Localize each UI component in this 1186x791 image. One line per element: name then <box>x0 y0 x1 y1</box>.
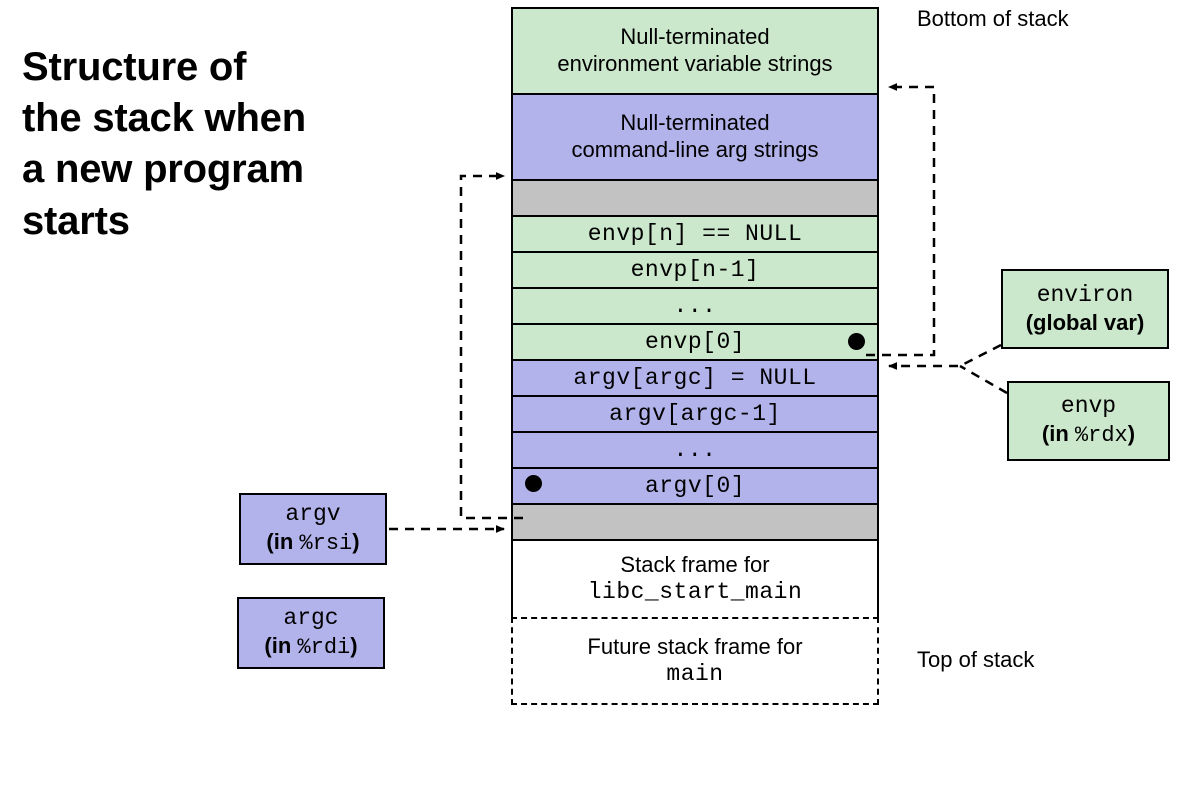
stack-row-line1: Null-terminated <box>620 24 770 50</box>
stack-row-label: envp[n-1] <box>630 256 760 283</box>
stack-row-envp-n-1: envp[n-1] <box>511 251 879 289</box>
stack-row-argv-0: argv[0] <box>511 467 879 505</box>
stack-row-line1: Stack frame for <box>620 551 770 577</box>
stack-row-label: envp[n] == NULL <box>587 220 803 247</box>
stack-diagram: Null-terminated environment variable str… <box>511 7 879 705</box>
stack-row-argv-ellipsis: ... <box>511 431 879 469</box>
stack-row-arg-strings: Null-terminated command-line arg strings <box>511 93 879 181</box>
callout-name: environ <box>1036 282 1134 308</box>
callout-detail-suffix: ) <box>1127 420 1136 446</box>
callout-detail-suffix: ) <box>352 528 360 554</box>
stack-row-label: envp[0] <box>644 328 746 355</box>
callout-name: argc <box>283 605 339 631</box>
stack-row-argv-null: argv[argc] = NULL <box>511 359 879 397</box>
stack-row-libc-frame: Stack frame for libc_start_main <box>511 539 879 619</box>
stack-row-label: ... <box>673 292 717 319</box>
callout-detail: (in %rdi) <box>264 633 357 661</box>
callout-environ: environ (global var) <box>1001 269 1169 349</box>
stack-row-envp-ellipsis: ... <box>511 287 879 325</box>
stack-row-line1: Null-terminated <box>620 110 770 136</box>
callout-detail-suffix: ) <box>350 632 358 658</box>
callout-detail: (in %rsi) <box>266 529 359 557</box>
argv0-pointer-dot-icon <box>525 475 542 492</box>
arrow-envp-reg-to-envp0 <box>959 364 1008 395</box>
stack-row-label: argv[argc] = NULL <box>573 364 817 391</box>
stack-row-padding-upper <box>511 179 879 217</box>
stack-row-line2: command-line arg strings <box>571 137 819 162</box>
envp0-pointer-dot-icon <box>848 333 865 350</box>
callout-argv: argv (in %rsi) <box>239 493 387 565</box>
stack-row-env-strings: Null-terminated environment variable str… <box>511 7 879 95</box>
stack-row-envp-0: envp[0] <box>511 323 879 361</box>
stack-row-line1: Future stack frame for <box>587 633 803 659</box>
stack-row-line2: libc_start_main <box>587 579 803 606</box>
callout-detail: (in %rdx) <box>1042 421 1135 449</box>
page-title: Structure of the stack when a new progra… <box>22 45 306 243</box>
stack-row-padding-lower <box>511 503 879 541</box>
stack-row-label: ... <box>673 436 717 463</box>
bottom-of-stack-label: Bottom of stack <box>917 6 1069 31</box>
stack-row-line2: main <box>666 661 724 688</box>
callout-register: %rdi <box>297 634 351 660</box>
callout-argc: argc (in %rdi) <box>237 597 385 669</box>
callout-name: envp <box>1060 393 1117 419</box>
callout-detail-prefix: (in <box>264 632 298 658</box>
callout-detail: (global var) <box>1026 310 1145 336</box>
stack-row-label: argv[0] <box>644 472 746 499</box>
callout-detail-prefix: (in <box>1041 420 1075 446</box>
callout-name: argv <box>285 501 341 527</box>
top-of-stack-label: Top of stack <box>917 647 1035 672</box>
arrow-environ-to-envp0 <box>888 343 1002 370</box>
callout-detail-prefix: (in <box>266 528 300 554</box>
stack-row-argv-argc-1: argv[argc-1] <box>511 395 879 433</box>
stack-row-main-frame: Future stack frame for main <box>511 617 879 705</box>
stack-row-line2: environment variable strings <box>557 51 833 76</box>
stack-row-label: argv[argc-1] <box>609 400 781 427</box>
callout-register: %rdx <box>1074 422 1128 448</box>
callout-detail-text: (global var) <box>1025 309 1145 335</box>
stack-row-envp-null: envp[n] == NULL <box>511 215 879 253</box>
callout-envp: envp (in %rdx) <box>1007 381 1170 461</box>
callout-register: %rsi <box>299 530 353 556</box>
